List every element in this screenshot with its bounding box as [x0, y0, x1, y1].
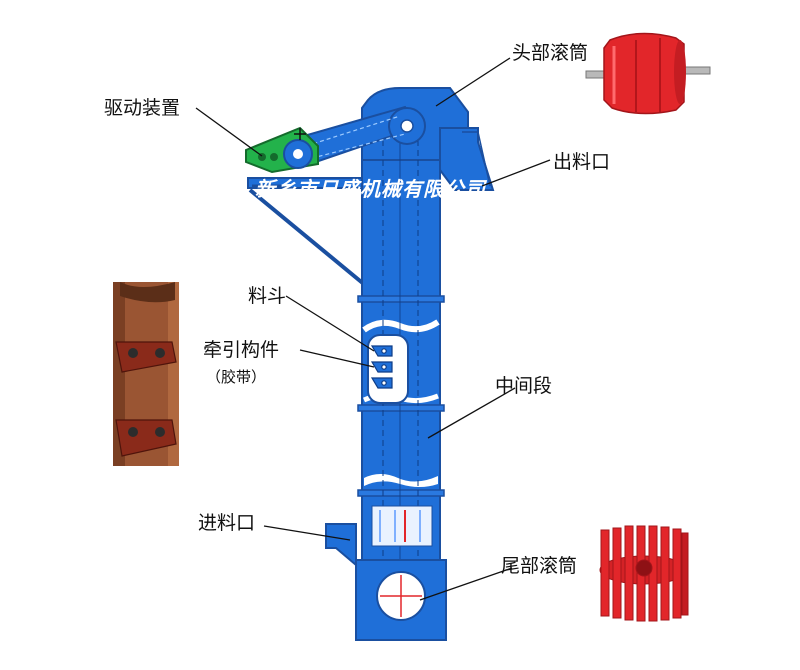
- leader-lines: [195, 57, 551, 601]
- label-inlet: 进料口: [198, 512, 255, 534]
- label-tail-pulley: 尾部滚筒: [501, 555, 577, 577]
- watermark-text: 新乡市日盛机械有限公司: [255, 177, 488, 201]
- elevator-casing: [325, 87, 495, 641]
- inlet-chute: [325, 523, 357, 568]
- label-traction-member-note: （胶带）: [206, 368, 266, 386]
- red-slatted-wing-pulley-icon: [599, 525, 689, 622]
- label-bucket: 料斗: [248, 285, 286, 307]
- label-traction-member: 牵引构件: [203, 339, 279, 361]
- label-discharge: 出料口: [553, 151, 610, 173]
- drive-arm: [288, 105, 426, 168]
- label-middle-section: 中间段: [495, 375, 552, 397]
- label-head-pulley: 头部滚筒: [512, 42, 588, 64]
- buckets: [370, 345, 393, 389]
- belt-with-buckets-icon: [113, 282, 179, 466]
- label-drive-unit: 驱动装置: [104, 97, 180, 119]
- drive-unit: [245, 126, 319, 174]
- red-drum-pulley-icon: [585, 32, 711, 115]
- labels: 头部滚筒 驱动装置 出料口 料斗 牵引构件 （胶带） 中间段 进料口 尾部滚筒: [104, 42, 610, 577]
